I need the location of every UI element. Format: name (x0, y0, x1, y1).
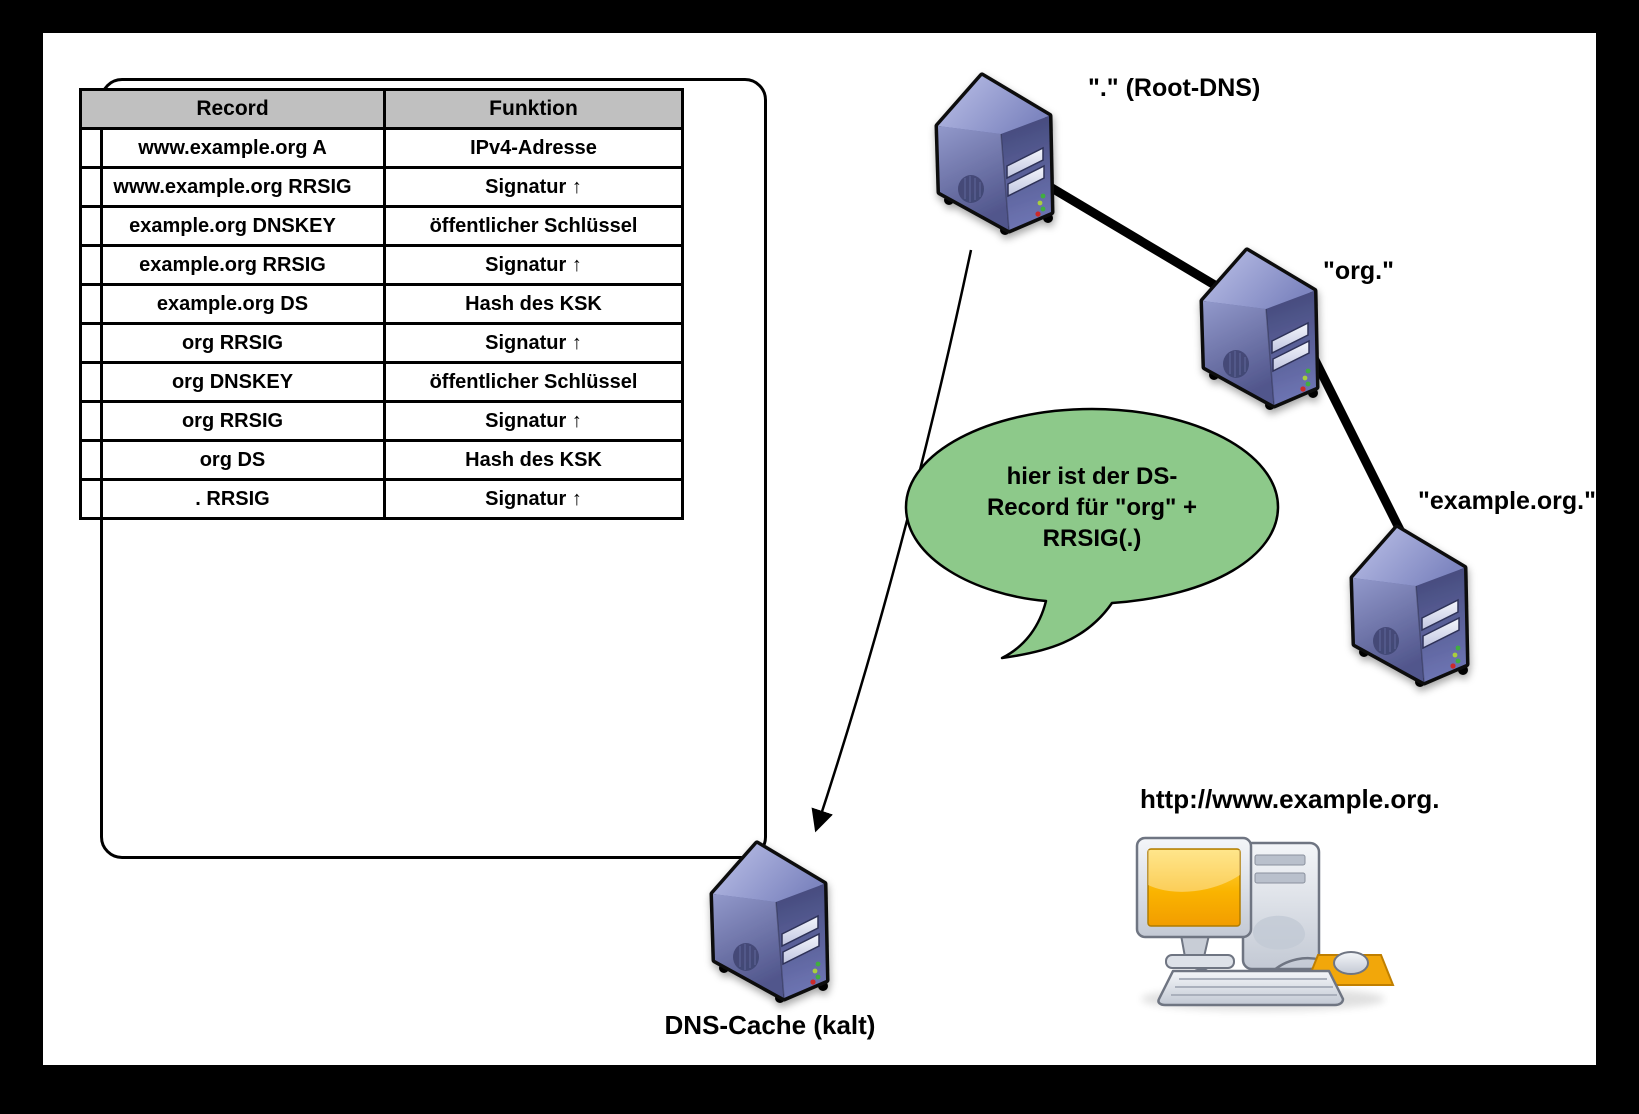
table-row: example.org DS Hash des KSK (79, 283, 684, 325)
table-row: example.org DNSKEY öffentlicher Schlüsse… (79, 205, 684, 247)
table-row: example.org RRSIG Signatur ↑ (79, 244, 684, 286)
record-cell: www.example.org A (79, 127, 386, 169)
record-column-header: Record (79, 88, 386, 130)
table-row: org RRSIG Signatur ↑ (79, 322, 684, 364)
speech-bubble-line: RRSIG(.) (1042, 525, 1142, 552)
table-row: . RRSIG Signatur ↑ (79, 478, 684, 520)
record-cell: org RRSIG (79, 322, 386, 364)
record-cell: . RRSIG (79, 478, 386, 520)
org-label: "org." (1323, 257, 1394, 285)
dns-cache-label: DNS-Cache (kalt) (664, 1010, 876, 1040)
funktion-cell: Signatur ↑ (383, 322, 684, 364)
funktion-cell: Hash des KSK (383, 283, 684, 325)
root-dns-label: "." (Root-DNS) (1088, 74, 1261, 102)
funktion-cell: Signatur ↑ (383, 400, 684, 442)
table-row: org RRSIG Signatur ↑ (79, 400, 684, 442)
record-cell: org RRSIG (79, 400, 386, 442)
funktion-cell: Hash des KSK (383, 439, 684, 481)
table-row: www.example.org RRSIG Signatur ↑ (79, 166, 684, 208)
record-cell: example.org DNSKEY (79, 205, 386, 247)
table-header-row: Record Funktion (79, 88, 684, 130)
funktion-cell: Signatur ↑ (383, 166, 684, 208)
speech-bubble-text: hier ist der DS- Record für "org" + RRSI… (942, 461, 1242, 554)
table-row: www.example.org A IPv4-Adresse (79, 127, 684, 169)
record-cell: org DS (79, 439, 386, 481)
record-cell: example.org RRSIG (79, 244, 386, 286)
table-row: org DNSKEY öffentlicher Schlüssel (79, 361, 684, 403)
record-cell: www.example.org RRSIG (79, 166, 386, 208)
client-url-label: http://www.example.org. (1140, 784, 1440, 814)
funktion-cell: Signatur ↑ (383, 478, 684, 520)
funktion-cell: IPv4-Adresse (383, 127, 684, 169)
record-cell: org DNSKEY (79, 361, 386, 403)
funktion-cell: öffentlicher Schlüssel (383, 361, 684, 403)
record-cell: example.org DS (79, 283, 386, 325)
dns-records-table: Record Funktion www.example.org A IPv4-A… (79, 88, 684, 520)
funktion-column-header: Funktion (383, 88, 684, 130)
speech-bubble-line: Record für "org" + (986, 494, 1198, 521)
example-org-label: "example.org." (1418, 487, 1596, 515)
table-row: org DS Hash des KSK (79, 439, 684, 481)
funktion-cell: Signatur ↑ (383, 244, 684, 286)
speech-bubble-line: hier ist der DS- (1006, 463, 1178, 490)
funktion-cell: öffentlicher Schlüssel (383, 205, 684, 247)
